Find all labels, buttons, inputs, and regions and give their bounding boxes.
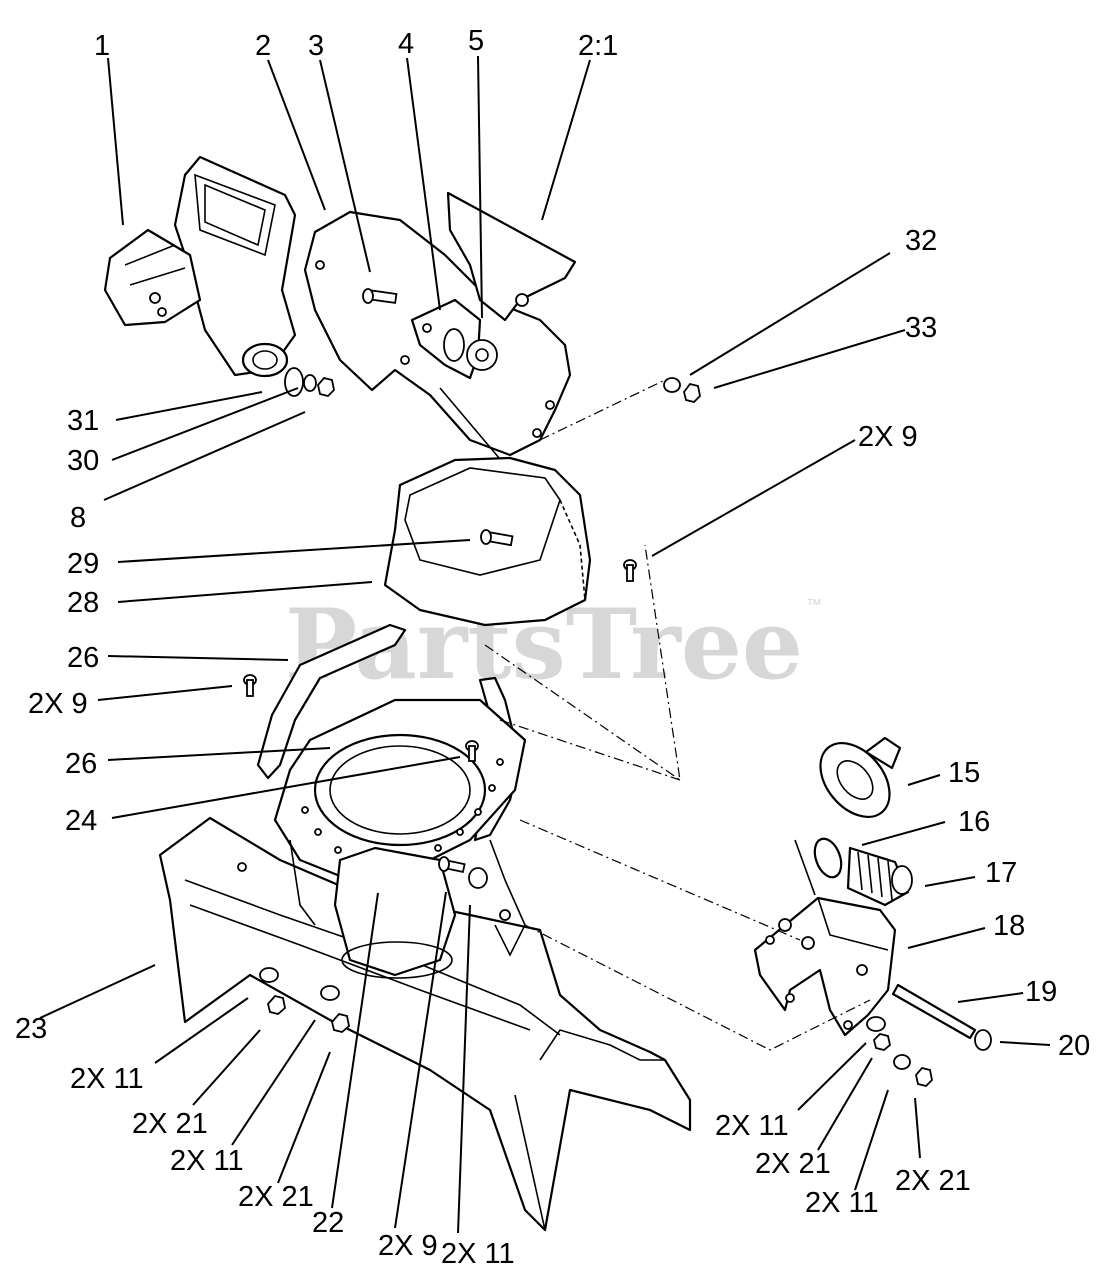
chute-deflector [103, 155, 297, 378]
callout-16: 16 [958, 806, 990, 838]
chute-ring-gear [383, 456, 592, 627]
callout-2x9-bottom: 2X 9 [378, 1230, 438, 1262]
callout-2x11-a: 2X 11 [70, 1063, 144, 1095]
callout-2x9-left: 2X 9 [28, 688, 88, 720]
callout-26-lower: 26 [65, 748, 97, 780]
callout-26-upper: 26 [67, 642, 99, 674]
callout-1: 1 [94, 30, 110, 62]
callout-5: 5 [468, 25, 484, 57]
callout-2x21-a: 2X 21 [132, 1108, 208, 1140]
callout-19: 19 [1025, 976, 1057, 1008]
upper-chute [303, 191, 577, 466]
callout-2x11-e: 2X 11 [805, 1187, 879, 1219]
callout-2x11-c: 2X 11 [441, 1238, 515, 1270]
callout-20: 20 [1058, 1030, 1090, 1062]
deflector-hardware [284, 367, 335, 397]
callout-15: 15 [948, 757, 980, 789]
callout-8: 8 [70, 502, 86, 534]
leader-lines [39, 55, 1051, 1234]
callout-4: 4 [398, 28, 414, 60]
callout-24: 24 [65, 805, 97, 837]
callout-32: 32 [905, 225, 937, 257]
callout-2x21-d: 2X 21 [895, 1165, 971, 1197]
callout-28: 28 [67, 587, 99, 619]
callout-3: 3 [308, 30, 324, 62]
callout-2x9-top: 2X 9 [858, 421, 918, 453]
callout-30: 30 [67, 445, 99, 477]
callout-2x11-b: 2X 11 [170, 1145, 244, 1177]
chute-base-plate [273, 698, 527, 882]
callout-2x21-c: 2X 21 [755, 1148, 831, 1180]
housing-hardware [259, 856, 488, 1033]
callout-22: 22 [312, 1207, 344, 1239]
callout-2: 2 [255, 30, 271, 62]
ring-bolt [623, 559, 637, 582]
callout-23: 23 [15, 1013, 47, 1045]
chute-nuts [663, 377, 701, 403]
callout-33: 33 [905, 312, 937, 344]
callout-18: 18 [993, 910, 1025, 942]
callout-2-1: 2:1 [578, 30, 618, 62]
callout-17: 17 [985, 857, 1017, 889]
gear-drive-assembly [753, 736, 992, 1087]
callout-29: 29 [67, 548, 99, 580]
callout-labels: 1 2 3 4 5 2:1 32 33 31 30 8 2X 9 29 28 2… [15, 25, 1090, 1270]
callout-2x11-d: 2X 11 [715, 1110, 789, 1142]
assembly-lines [484, 379, 871, 1051]
watermark-trademark: ™ [806, 597, 822, 614]
callout-31: 31 [67, 405, 99, 437]
callout-2x21-b: 2X 21 [238, 1181, 314, 1213]
